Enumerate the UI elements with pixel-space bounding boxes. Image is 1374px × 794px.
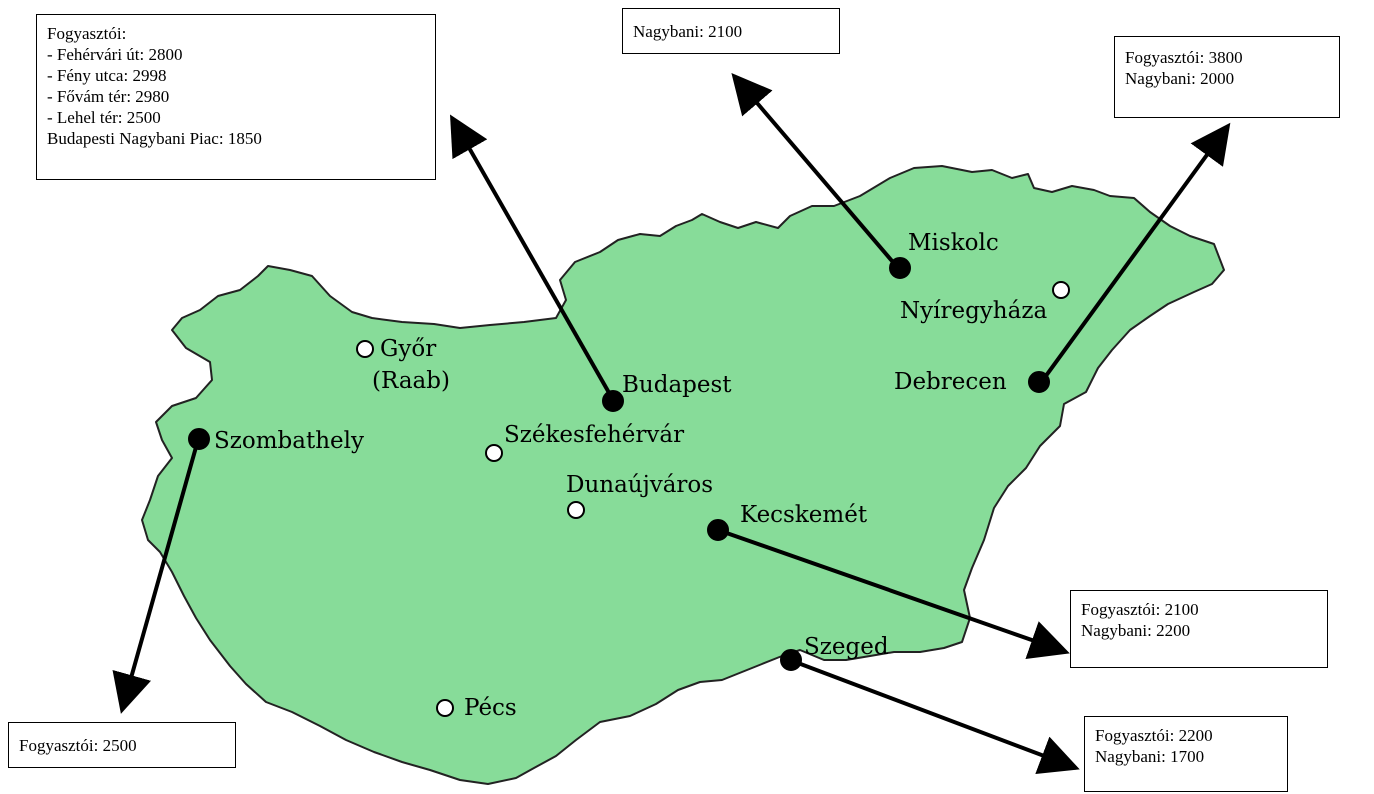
box-line: Fogyasztói: 2100 [1081, 600, 1199, 619]
marker-budapest [602, 390, 624, 412]
label-debrecen: Debrecen [894, 369, 1007, 395]
price-box-kecskemet: Fogyasztói: 2100 Nagybani: 2200 [1070, 590, 1328, 668]
label-miskolc: Miskolc [908, 230, 999, 256]
box-line: Nagybani: 1700 [1095, 747, 1205, 766]
box-line: Nagybani: 2200 [1081, 621, 1191, 640]
marker-debrecen [1028, 371, 1050, 393]
arrow-szeged [789, 658, 1080, 774]
marker-pecs [436, 699, 454, 717]
price-box-miskolc: Nagybani: 2100 [622, 8, 840, 54]
marker-gyor [356, 340, 374, 358]
label-gyor-alt: (Raab) [372, 368, 450, 394]
box-line: Fogyasztói: 2200 [1095, 726, 1213, 745]
label-budapest: Budapest [622, 372, 732, 398]
marker-szombathely [188, 428, 210, 450]
marker-nyiregyhaza [1052, 281, 1070, 299]
box-line: Fogyasztói: 2500 [19, 736, 137, 755]
label-nyiregyhaza: Nyíregyháza [900, 298, 1047, 324]
arrow-debrecen [1038, 122, 1231, 386]
price-box-szombathely: Fogyasztói: 2500 [8, 722, 236, 768]
arrow-szombathely [112, 439, 200, 714]
arrow-miskolc [731, 72, 900, 270]
label-pecs: Pécs [464, 695, 517, 721]
box-line: Budapesti Nagybani Piac: 1850 [47, 129, 262, 148]
marker-szekesfehervar [485, 444, 503, 462]
label-szeged: Szeged [804, 634, 889, 660]
box-line: Fogyasztói: [47, 24, 127, 43]
marker-kecskemet [707, 519, 729, 541]
price-box-szeged: Fogyasztói: 2200 Nagybani: 1700 [1084, 716, 1288, 792]
marker-dunaujvaros [567, 501, 585, 519]
label-dunaujvaros: Dunaújváros [566, 472, 713, 498]
label-kecskemet: Kecskemét [740, 502, 868, 528]
label-szombathely: Szombathely [214, 428, 364, 454]
marker-szeged [780, 649, 802, 671]
price-box-debrecen: Fogyasztói: 3800 Nagybani: 2000 [1114, 36, 1340, 118]
box-line: Fogyasztói: 3800 [1125, 48, 1243, 67]
hungary-land [141, 165, 1225, 785]
box-line: Nagybani: 2100 [633, 22, 743, 41]
box-line: - Fehérvári út: 2800 [47, 45, 183, 64]
box-line: - Lehel tér: 2500 [47, 108, 161, 127]
label-gyor: Győr [380, 336, 436, 362]
label-szekesfehervar: Székesfehérvár [504, 422, 684, 448]
arrow-budapest [450, 114, 614, 399]
box-line: Nagybani: 2000 [1125, 69, 1235, 88]
box-line: - Fővám tér: 2980 [47, 87, 170, 106]
box-line: - Fény utca: 2998 [47, 66, 167, 85]
marker-miskolc [889, 257, 911, 279]
price-box-budapest: Fogyasztói: - Fehérvári út: 2800 - Fény … [36, 14, 436, 180]
arrow-kecskemet [717, 528, 1070, 659]
